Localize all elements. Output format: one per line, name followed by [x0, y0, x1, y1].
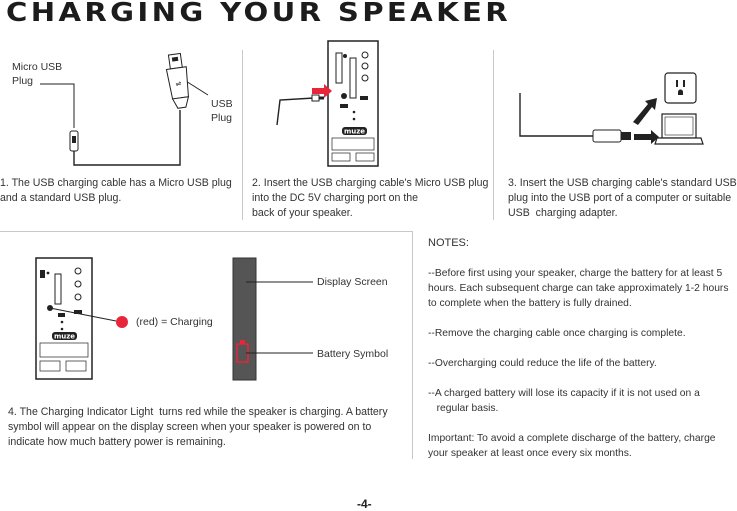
divider [412, 231, 413, 459]
note-item: Important: To avoid a complete discharge… [428, 433, 716, 459]
usb-label: USB Plug [211, 98, 233, 124]
panel1-caption: 1. The USB charging cable has a Micro US… [0, 177, 232, 204]
note-item: --Remove the charging cable once chargin… [428, 328, 686, 339]
indicator-label: (red) = Charging [136, 316, 213, 328]
notes-section: NOTES: --Before first using your speaker… [428, 236, 729, 461]
panel2-caption: 2. Insert the USB charging cable's Micro… [252, 177, 489, 219]
micro-usb-label: Micro USB Plug [12, 61, 63, 87]
speaker-back-panel-illustration: muze [276, 40, 379, 167]
brand-logo: muze [344, 128, 365, 136]
brand-logo: muze [54, 333, 75, 341]
page-title: CHARGING YOUR SPEAKER [6, 0, 512, 28]
display-screen-label: Display Screen [317, 276, 388, 288]
divider [493, 50, 494, 220]
notes-heading: NOTES: [428, 237, 469, 249]
charging-indicator-light [116, 316, 128, 328]
speaker-back-indicator-illustration: muze [35, 257, 313, 381]
battery-symbol-label: Battery Symbol [317, 348, 389, 360]
panel4-caption: 4. The Charging Indicator Light turns re… [8, 406, 388, 448]
page-number: -4- [357, 497, 372, 511]
note-item: --A charged battery will lose its capaci… [428, 388, 700, 414]
divider [242, 50, 243, 220]
usb-to-computer-illustration [519, 72, 704, 145]
usb-cable-illustration: ⇌ [40, 52, 209, 166]
svg-text:⇌: ⇌ [175, 80, 182, 89]
note-item: --Before first using your speaker, charg… [428, 268, 729, 309]
panel3-caption: 3. Insert the USB charging cable's stand… [508, 177, 737, 219]
divider [0, 231, 412, 232]
note-item: --Overcharging could reduce the life of … [428, 358, 657, 369]
